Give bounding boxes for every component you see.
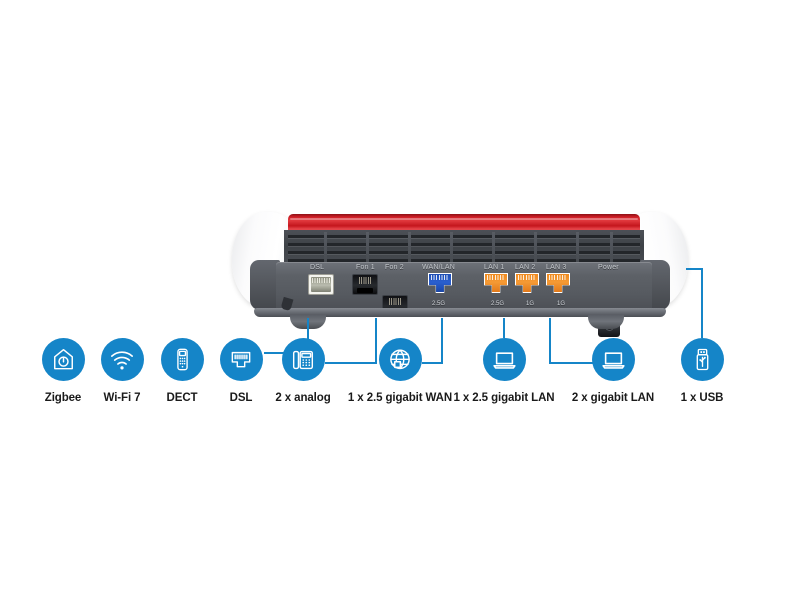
- feature-label-analog: 2 x analog: [275, 392, 331, 404]
- callout-line-usb-vertical: [701, 268, 703, 338]
- laptop-icon: [482, 338, 526, 381]
- feature-label-dect: DECT: [166, 392, 198, 404]
- house-power-icon: [41, 338, 85, 381]
- port-label-fon2: Fon 2: [385, 264, 404, 271]
- feature-dsl[interactable]: DSL: [181, 338, 301, 404]
- feature-label-dsl: DSL: [229, 392, 253, 404]
- callout-line-analog-vertical: [375, 318, 377, 364]
- wifi-icon: [100, 338, 144, 381]
- callout-line-usb-horizontal: [686, 268, 703, 270]
- feature-label-wifi7: Wi-Fi 7: [103, 392, 141, 404]
- feature-lan-1g[interactable]: 2 x gigabit LAN: [553, 338, 673, 404]
- router-chassis-lip: [254, 308, 666, 317]
- port-speed-lan2: 1G: [526, 301, 535, 307]
- port-speed-lan1: 2.5G: [491, 301, 505, 307]
- callout-line-lan25g-vertical: [503, 318, 505, 338]
- rj-connector-icon: [219, 338, 263, 381]
- port-label-power: Power: [598, 264, 619, 271]
- desk-phone-icon: [281, 338, 325, 381]
- laptop-icon: [591, 338, 635, 381]
- port-label-dsl: DSL: [310, 264, 325, 271]
- feature-label-zigbee: Zigbee: [44, 392, 82, 404]
- port-label-fon1: Fon 1: [356, 264, 375, 271]
- feature-wifi7[interactable]: Wi-Fi 7: [62, 338, 182, 404]
- feature-analog[interactable]: 2 x analog: [243, 338, 363, 404]
- feature-zigbee[interactable]: Zigbee: [3, 338, 123, 404]
- router-foot-right: [588, 315, 624, 329]
- feature-dect[interactable]: DECT: [122, 338, 242, 404]
- callout-line-lan1g-vertical: [549, 318, 551, 364]
- port-speed-lan3: 1G: [557, 301, 566, 307]
- globe-icon: [378, 338, 422, 381]
- fon1-port[interactable]: [352, 274, 378, 295]
- callout-line-lan1g-horizontal: [549, 362, 593, 364]
- feature-lan-25g[interactable]: 1 x 2.5 gigabit LAN: [444, 338, 564, 404]
- cordless-phone-icon: [160, 338, 204, 381]
- feature-wan-25g[interactable]: 1 x 2.5 gigabit WAN: [340, 338, 460, 404]
- feature-label-usb: 1 x USB: [680, 392, 724, 404]
- dsl-port-contacts: [311, 277, 331, 292]
- port-label-lan1: LAN 1: [484, 264, 505, 271]
- router-left-body-shadow: [250, 260, 280, 310]
- port-label-lan3: LAN 3: [546, 264, 567, 271]
- callout-line-wan-vertical: [441, 318, 443, 364]
- feature-label-lan-1g: 2 x gigabit LAN: [571, 392, 655, 404]
- router-device-photo: DSL Fon 1 Fon 2 WAN/LAN LAN 1 LAN 2 LAN …: [232, 212, 688, 337]
- router-red-accent-strip: [288, 214, 640, 233]
- dsl-port[interactable]: [308, 274, 334, 295]
- feature-usb[interactable]: 1 x USB: [642, 338, 762, 404]
- port-label-lan2: LAN 2: [515, 264, 536, 271]
- usb-stick-icon: [680, 338, 724, 381]
- feature-label-wan-25g: 1 x 2.5 gigabit WAN: [347, 392, 453, 404]
- router-port-faceplate: [276, 262, 652, 314]
- callout-line-analog-horizontal: [325, 362, 377, 364]
- callout-line-dsl-vertical: [307, 318, 309, 353]
- feature-label-lan-25g: 1 x 2.5 gigabit LAN: [453, 392, 555, 404]
- port-speed-wanlan: 2.5G: [432, 301, 446, 307]
- port-label-wanlan: WAN/LAN: [422, 264, 456, 271]
- callout-line-wan-horizontal: [422, 362, 443, 364]
